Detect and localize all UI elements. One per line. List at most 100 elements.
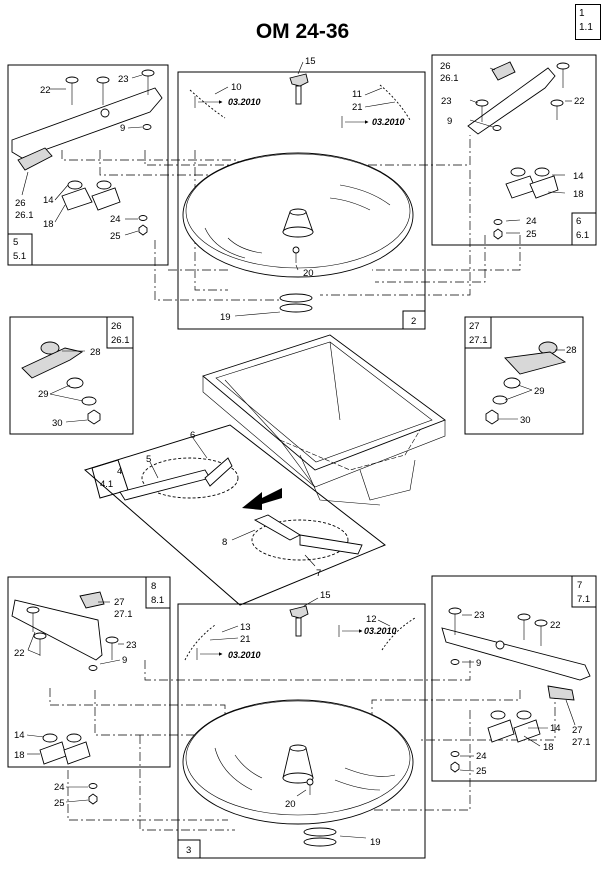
callout-20: 20 <box>285 799 296 810</box>
callout-13: 13 <box>240 622 251 633</box>
vane-tip <box>491 61 516 81</box>
callout-23: 23 <box>474 610 485 621</box>
date-note: 03.2010 <box>364 626 397 636</box>
callout-25: 25 <box>54 798 65 809</box>
panel-27-vane-tip: 28 29 30 <box>485 341 577 426</box>
date-note: 03.2010 <box>228 650 261 660</box>
panel-tag-2: 2 <box>411 316 416 327</box>
callout-10: 10 <box>231 82 242 93</box>
callout-30: 30 <box>520 415 531 426</box>
vane-tip <box>547 685 575 701</box>
callout-23: 23 <box>118 74 129 85</box>
callout-9: 9 <box>447 116 452 127</box>
panel-tag-6-1: 6.1 <box>576 230 589 241</box>
panel-26-vane-tip: 28 29 30 <box>21 341 101 429</box>
callout-27: 27 <box>114 597 125 608</box>
panel-tag-4: 4 <box>117 466 122 477</box>
callout-20: 20 <box>303 268 314 279</box>
page-number: 1 <box>579 8 585 19</box>
vane-blade <box>441 627 591 681</box>
callout-14: 14 <box>14 730 25 741</box>
panel-tag-8: 8 <box>151 581 156 592</box>
direction-arrow <box>242 488 282 510</box>
page-subnumber: 1.1 <box>579 22 593 33</box>
panel-3-disc-assembly: 15 13 21 12 20 19 03.2010 03.2010 <box>182 590 416 848</box>
panel-tag-3: 3 <box>186 845 191 856</box>
callout-18: 18 <box>43 219 54 230</box>
callout-11: 11 <box>352 89 362 100</box>
panel-5-vane-assembly: 22 23 9 26 26.1 14 18 24 25 <box>11 69 163 242</box>
callout-7: 7 <box>316 568 321 579</box>
vane-tip <box>17 147 53 171</box>
callout-14: 14 <box>573 171 584 182</box>
callout-22: 22 <box>14 648 25 659</box>
callout-9: 9 <box>122 655 127 666</box>
callout-29: 29 <box>534 386 545 397</box>
callout-24: 24 <box>54 782 65 793</box>
vane-blade <box>467 67 556 135</box>
callout-14: 14 <box>43 195 54 206</box>
vane-blade <box>11 87 163 159</box>
callout-21: 21 <box>352 102 363 113</box>
vane-blade <box>11 599 103 661</box>
callout-8: 8 <box>222 537 227 548</box>
callout-18: 18 <box>543 742 554 753</box>
callout-26-1: 26.1 <box>440 73 459 84</box>
callout-28: 28 <box>90 347 101 358</box>
callout-23: 23 <box>441 96 452 107</box>
callout-27: 27 <box>572 725 583 736</box>
callout-24: 24 <box>110 214 121 225</box>
panel-boxes <box>7 54 597 859</box>
callout-18: 18 <box>573 189 584 200</box>
callout-29: 29 <box>38 389 49 400</box>
panel-tag-7-1: 7.1 <box>577 594 590 605</box>
callout-19: 19 <box>370 837 381 848</box>
callout-21: 21 <box>240 634 251 645</box>
callout-24: 24 <box>476 751 487 762</box>
callout-9: 9 <box>476 658 481 669</box>
vane-tip <box>79 591 105 609</box>
date-note: 03.2010 <box>228 97 261 107</box>
callout-22: 22 <box>550 620 561 631</box>
panel-tag-6: 6 <box>576 216 581 227</box>
panel-tag-27-1: 27.1 <box>469 335 488 346</box>
callout-25: 25 <box>526 229 537 240</box>
panel-tag-26: 26 <box>111 321 122 332</box>
callout-23: 23 <box>126 640 137 651</box>
panel-tag-5: 5 <box>13 237 18 248</box>
panel-tag-7: 7 <box>577 580 582 591</box>
callout-22: 22 <box>574 96 585 107</box>
callout-22: 22 <box>40 85 51 96</box>
callout-15: 15 <box>305 56 316 67</box>
callout-25: 25 <box>110 231 121 242</box>
panel-tag-4-1: 4.1 <box>100 479 113 490</box>
page-title: OM 24-36 <box>255 20 350 43</box>
callout-25: 25 <box>476 766 487 777</box>
callout-14: 14 <box>550 723 561 734</box>
page-number-box: 1 1.1 <box>575 4 601 40</box>
panel-8-vane-assembly: 27 27.1 22 23 9 14 18 24 25 <box>11 591 137 809</box>
panel-2-disc-assembly: 15 10 11 21 20 19 03.2010 03.2010 <box>182 56 414 323</box>
callout-27-1: 27.1 <box>572 737 591 748</box>
panel-tag-27: 27 <box>469 321 480 332</box>
callout-9: 9 <box>120 123 125 134</box>
callout-30: 30 <box>52 418 63 429</box>
callout-24: 24 <box>526 216 537 227</box>
panel-6-vane-assembly: 26 26.1 23 22 9 14 18 24 25 <box>440 61 585 240</box>
callout-28: 28 <box>566 345 577 356</box>
callout-12: 12 <box>366 614 377 625</box>
panel-tag-8-1: 8.1 <box>151 595 164 606</box>
callout-15: 15 <box>320 590 331 601</box>
date-note: 03.2010 <box>372 117 405 127</box>
callout-26-1: 26.1 <box>15 210 34 221</box>
callout-18: 18 <box>14 750 25 761</box>
panel-tags: 5 5.1 6 6.1 2 26 26.1 27 27.1 4 4.1 8 8.… <box>7 212 597 859</box>
callout-27-1: 27.1 <box>114 609 133 620</box>
panel-4-disc-pair: 6 5 8 7 <box>119 430 363 579</box>
callout-6: 6 <box>190 430 195 441</box>
callout-5: 5 <box>146 454 151 465</box>
callout-26: 26 <box>15 198 26 209</box>
panel-tag-5-1: 5.1 <box>13 251 26 262</box>
